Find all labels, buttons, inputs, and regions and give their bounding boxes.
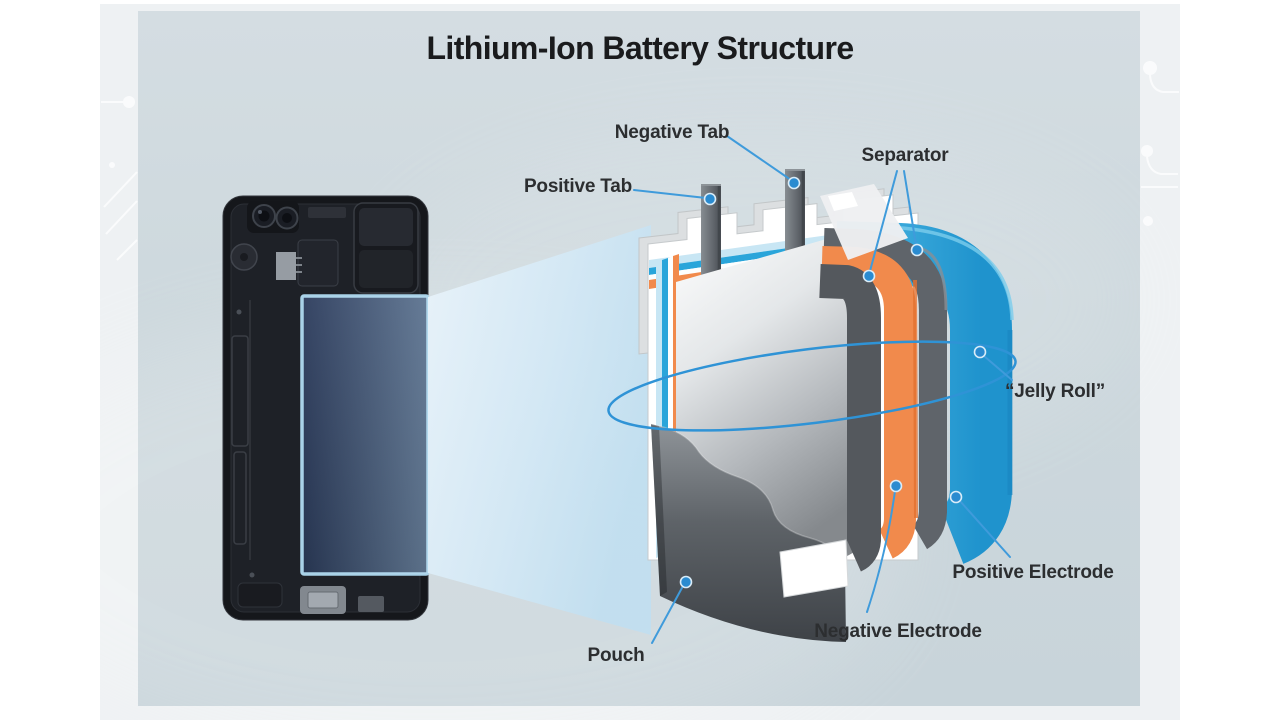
jelly-roll-ellipse — [607, 340, 1017, 432]
projection-beam — [428, 225, 651, 635]
label-negative-tab: Negative Tab — [614, 122, 730, 143]
leader-separator-2 — [903, 170, 917, 246]
phone-illustration — [222, 195, 430, 621]
label-separator: Separator — [861, 145, 949, 166]
label-pouch: Pouch — [587, 645, 645, 666]
separator-sheet-inner — [819, 264, 881, 572]
leader-pouch — [651, 585, 684, 644]
circuit-traces-left — [101, 96, 138, 261]
battery-highlight — [300, 294, 430, 576]
circuit-traces-right — [1141, 61, 1179, 226]
leader-negative-electrode — [866, 490, 896, 613]
label-negative-electrode: Negative Electrode — [814, 621, 982, 642]
leader-negative-tab — [726, 135, 792, 181]
battery-stack — [638, 169, 1014, 642]
leader-separator-1 — [869, 170, 898, 272]
leader-jelly-roll — [983, 355, 1013, 381]
orange-sheet-edge — [913, 279, 918, 519]
leader-lines — [633, 135, 1013, 644]
label-jelly-roll: “Jelly Roll” — [1004, 381, 1106, 402]
separator-outer-highlight — [919, 246, 948, 311]
white-pouch-step-front — [828, 192, 858, 211]
label-positive-tab: Positive Tab — [523, 176, 633, 197]
leader-positive-electrode — [959, 500, 1011, 558]
pouch-seal-notch — [779, 539, 849, 598]
leader-positive-tab — [633, 189, 707, 199]
page-title: Lithium-Ion Battery Structure — [426, 30, 854, 66]
label-positive-electrode: Positive Electrode — [952, 562, 1114, 583]
marker-dots — [679, 176, 987, 589]
